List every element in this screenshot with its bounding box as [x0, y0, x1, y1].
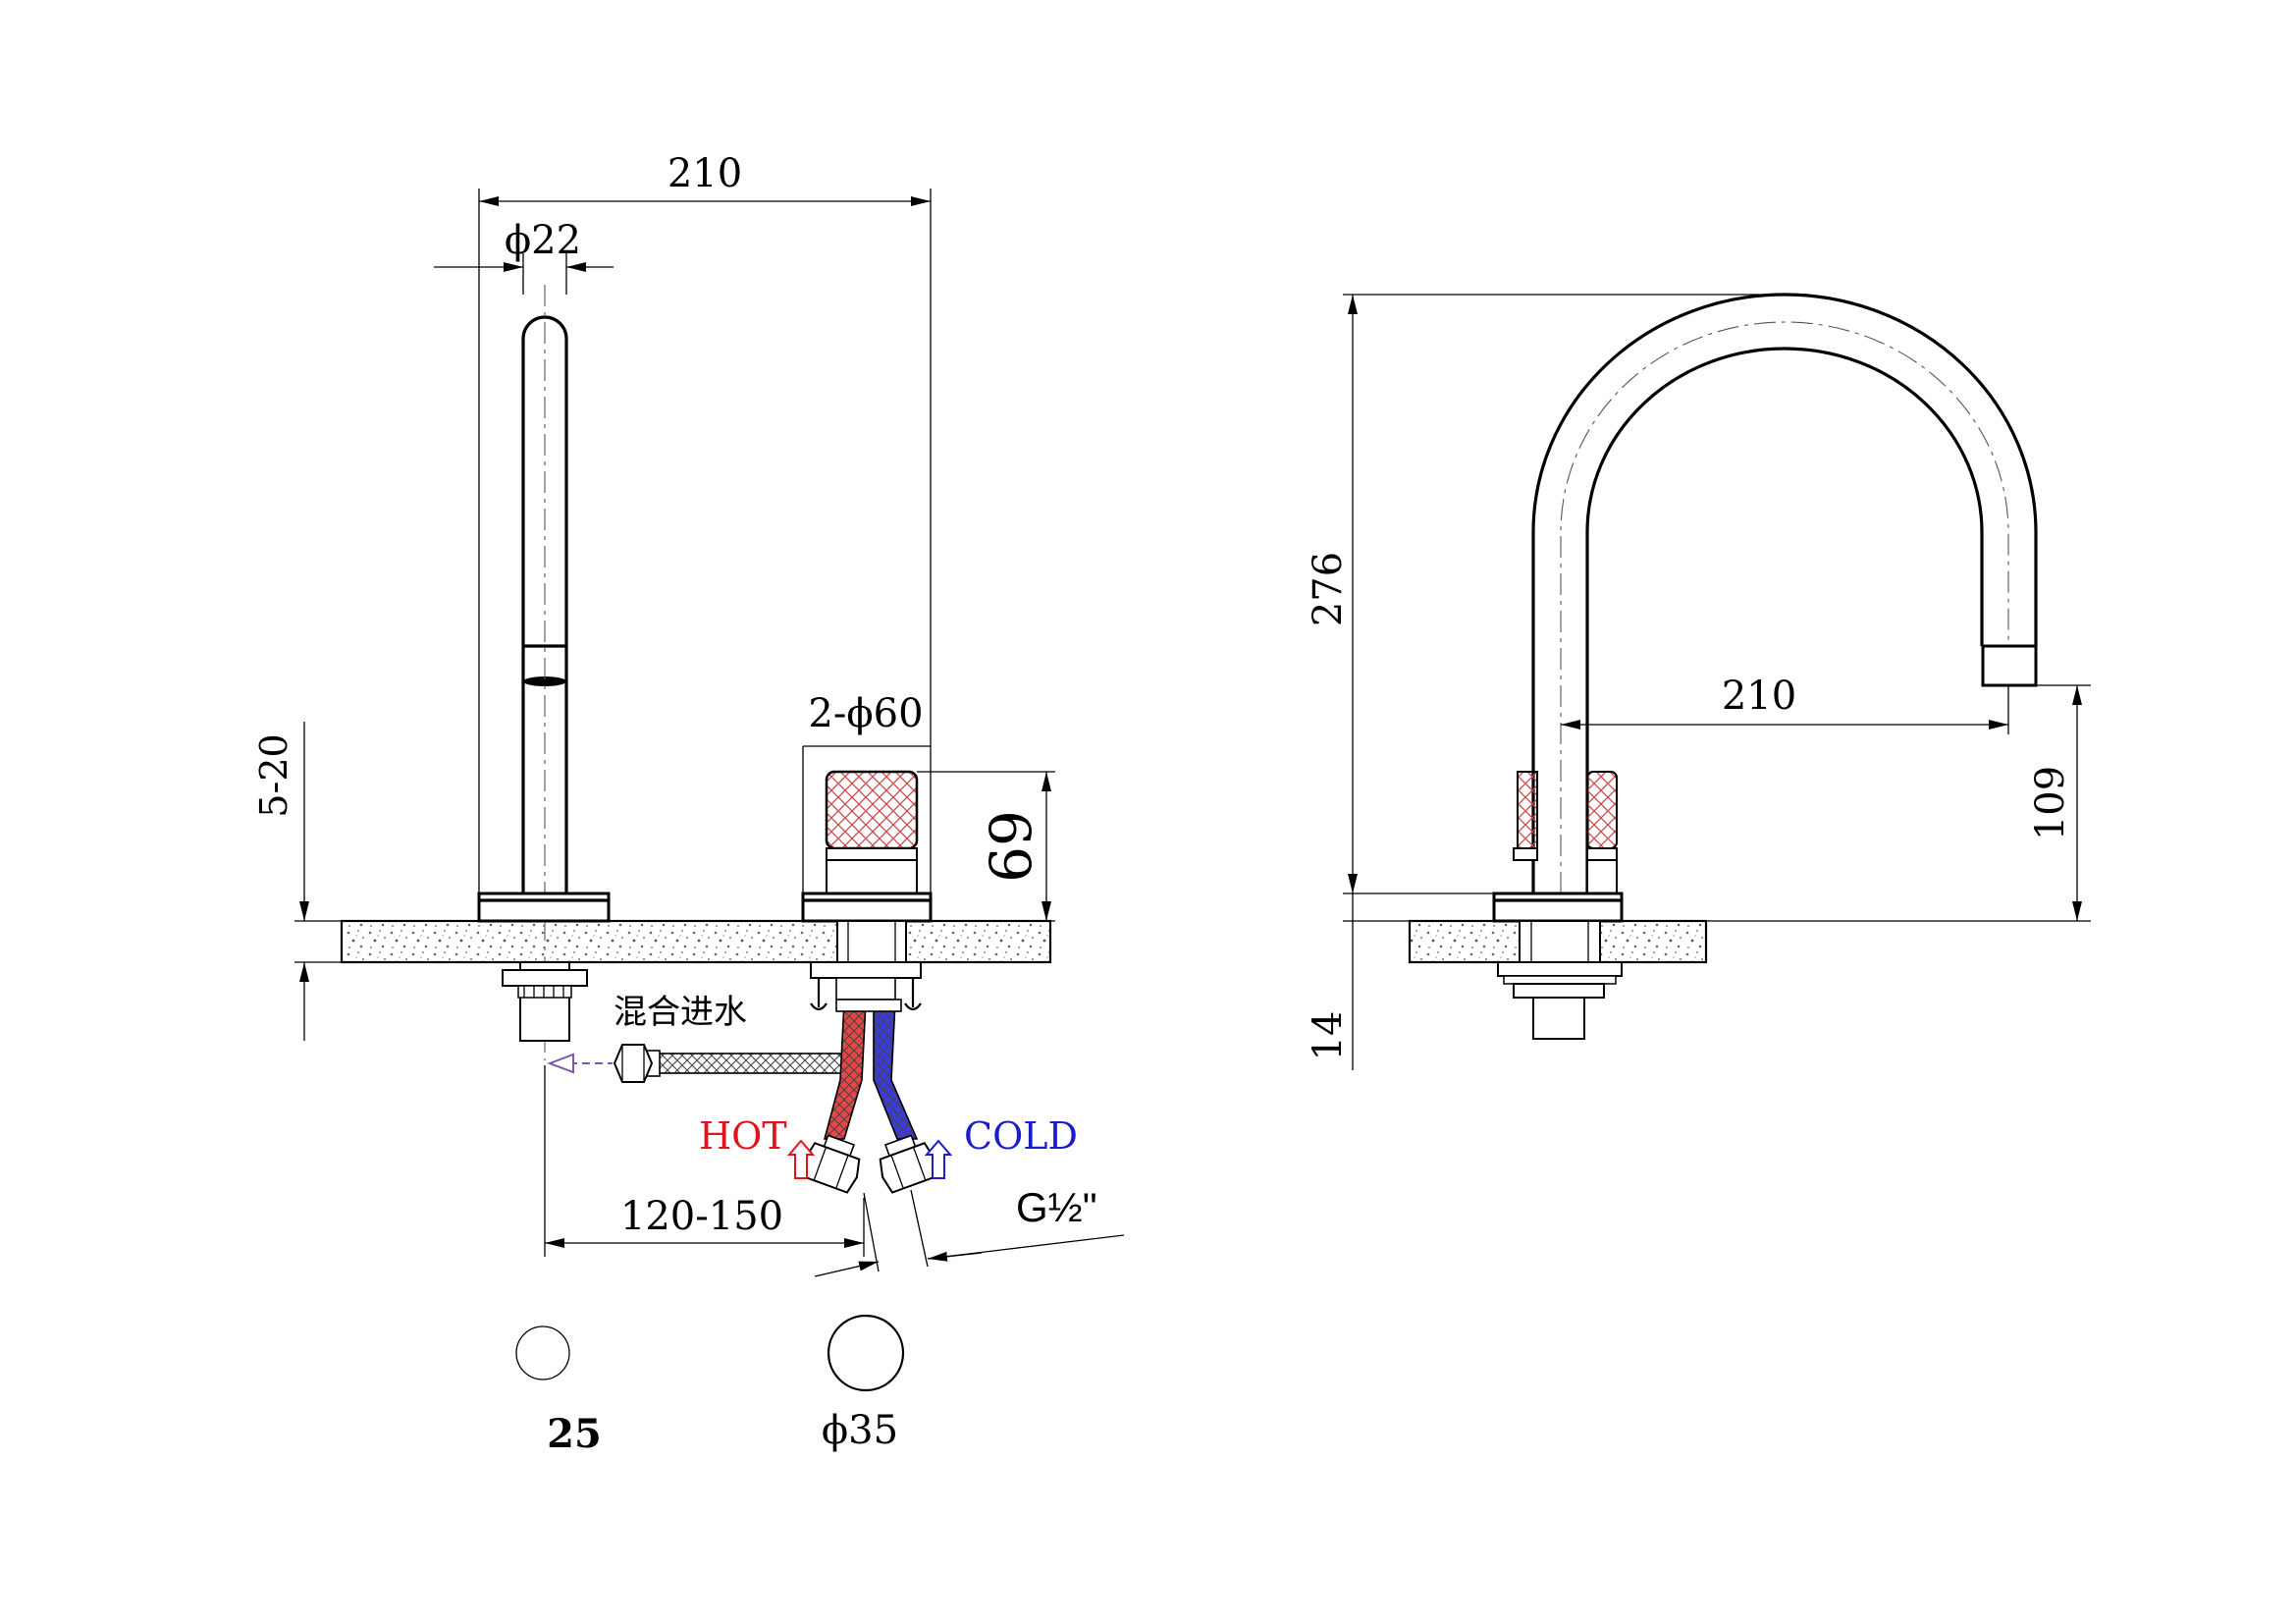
mixed-flow-arrow	[547, 1053, 613, 1074]
dimension-spacing: 120-150	[544, 1065, 865, 1257]
dimension-handle: 2-ϕ60 69	[802, 691, 1055, 922]
dimension-thread: G½"	[814, 1184, 1125, 1277]
spacing-label: 120-150	[620, 1194, 783, 1239]
dimension-total-height: 276	[1306, 294, 1787, 894]
handle-front	[801, 770, 933, 923]
spout-tube	[521, 285, 568, 1060]
countertop-front	[340, 919, 1052, 964]
dimension-deck-thickness: 5-20	[252, 722, 342, 1041]
hot-label: HOT	[699, 1114, 787, 1158]
total-height-label: 276	[1306, 552, 1351, 626]
hot-flow-arrow	[786, 1139, 816, 1179]
spout-base	[477, 892, 611, 923]
side-base	[1492, 892, 1624, 923]
reach-label: 210	[1722, 674, 1796, 719]
side-shank	[1497, 920, 1623, 1040]
spout-shank	[502, 961, 588, 1042]
front-view: 210 ϕ22 2-ϕ60 69 5-20	[252, 151, 1125, 1277]
valve-body	[810, 920, 922, 1011]
mixed-inlet-label: 混合进水	[614, 994, 747, 1031]
small-hole-circle	[515, 1325, 570, 1380]
hole-sizes: 25 ϕ35	[515, 1314, 905, 1457]
dimension-outlet-height: 109	[1706, 684, 2091, 922]
thread-size-label: G½"	[1016, 1184, 1097, 1230]
spout-width-label: 210	[667, 151, 742, 196]
handle-spec-label: 2-ϕ60	[808, 691, 923, 736]
dimension-below-deck: 14	[1306, 893, 1410, 1070]
cold-label: COLD	[964, 1114, 1078, 1158]
deck-thickness-label: 5-20	[252, 733, 295, 817]
cold-hose	[873, 1001, 919, 1140]
spout-diameter-label: ϕ22	[505, 218, 581, 263]
supply-hoses	[613, 999, 938, 1194]
large-hole-circle	[827, 1314, 905, 1392]
dimension-spout-diameter: ϕ22	[434, 218, 614, 295]
handle-side	[1513, 771, 1618, 894]
small-hole-label: 25	[547, 1411, 602, 1457]
below-deck-label: 14	[1306, 1011, 1351, 1061]
side-view: 276 14 210 109	[1306, 293, 2091, 1070]
mixed-hose	[657, 1053, 845, 1074]
gooseneck-spout	[1531, 293, 2038, 893]
outlet-height-label: 109	[2028, 766, 2073, 840]
large-hole-label: ϕ35	[822, 1408, 898, 1453]
dimension-reach: 210	[1561, 674, 2009, 734]
cold-flow-arrow	[924, 1139, 953, 1179]
handle-height-label: 69	[978, 810, 1044, 883]
dimension-spout-width: 210	[478, 151, 932, 893]
